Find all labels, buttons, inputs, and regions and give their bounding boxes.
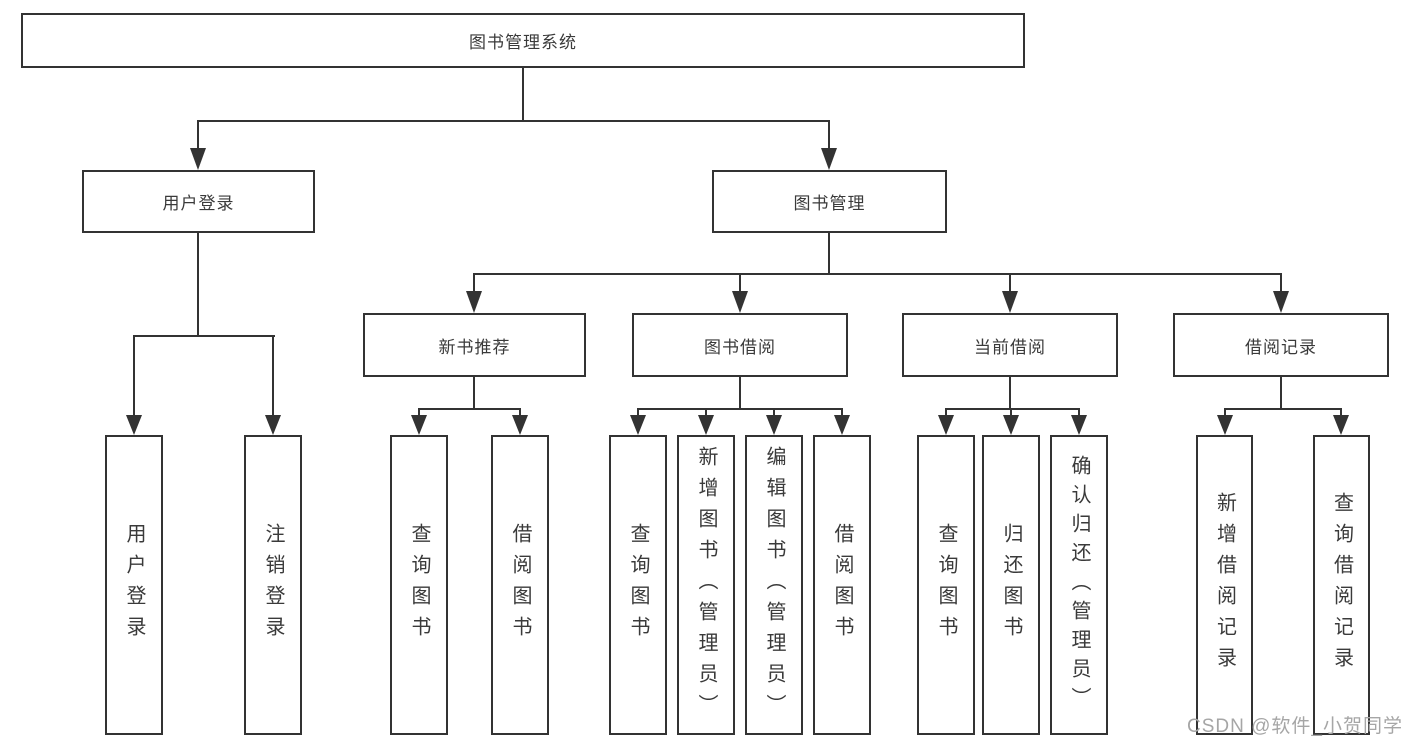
arrow-down-icon bbox=[1002, 291, 1018, 313]
arrow-down-icon bbox=[265, 415, 281, 435]
arrow-down-icon bbox=[834, 415, 850, 435]
arrow-down-icon bbox=[190, 148, 206, 170]
connector-line bbox=[828, 233, 830, 275]
node-current-borrow: 当前借阅 bbox=[902, 313, 1118, 377]
node-label: 用户登录 bbox=[162, 194, 235, 213]
connector-line bbox=[637, 408, 639, 420]
connector-line bbox=[522, 68, 524, 122]
connector-line bbox=[705, 408, 707, 420]
leaf-label: 查询借阅记录 bbox=[1330, 492, 1353, 678]
connector-line bbox=[519, 408, 521, 420]
arrow-down-icon bbox=[766, 415, 782, 435]
arrow-down-icon bbox=[630, 415, 646, 435]
leaf-query-books-borrow: 查询图书 bbox=[609, 435, 667, 735]
leaf-return-book: 归还图书 bbox=[982, 435, 1040, 735]
arrow-down-icon bbox=[698, 415, 714, 435]
leaf-label: 查询图书 bbox=[935, 523, 957, 647]
node-new-book-recommend: 新书推荐 bbox=[363, 313, 586, 377]
node-user-login: 用户登录 bbox=[82, 170, 315, 233]
connector-line bbox=[133, 335, 275, 337]
connector-line bbox=[197, 233, 199, 337]
arrow-down-icon bbox=[821, 148, 837, 170]
connector-line bbox=[1340, 408, 1342, 420]
node-book-management: 图书管理 bbox=[712, 170, 947, 233]
leaf-label: 新增借阅记录 bbox=[1213, 492, 1236, 678]
node-book-borrow: 图书借阅 bbox=[632, 313, 848, 377]
connector-line bbox=[197, 120, 199, 152]
connector-line bbox=[473, 273, 475, 295]
csdn-watermark: CSDN @软件_小贺同学 bbox=[1187, 716, 1403, 737]
node-label: 图书借阅 bbox=[704, 337, 776, 357]
connector-line bbox=[473, 273, 1282, 275]
leaf-edit-book-admin: 编辑图书（管理员） bbox=[745, 435, 803, 735]
connector-line bbox=[945, 408, 947, 420]
connector-line bbox=[945, 408, 1080, 410]
leaf-borrow-books: 借阅图书 bbox=[813, 435, 871, 735]
node-root-library-system: 图书管理系统 bbox=[21, 13, 1025, 68]
connector-line bbox=[739, 273, 741, 295]
connector-line bbox=[1224, 408, 1226, 420]
arrow-down-icon bbox=[1217, 415, 1233, 435]
arrow-down-icon bbox=[512, 415, 528, 435]
connector-line bbox=[1009, 377, 1011, 410]
leaf-label: 查询图书 bbox=[408, 523, 430, 647]
arrow-down-icon bbox=[411, 415, 427, 435]
arrow-down-icon bbox=[1003, 415, 1019, 435]
arrow-down-icon bbox=[938, 415, 954, 435]
leaf-label: 注销登录 bbox=[262, 523, 284, 647]
leaf-label: 归还图书 bbox=[1000, 523, 1022, 647]
connector-line bbox=[841, 408, 843, 420]
leaf-query-books-current: 查询图书 bbox=[917, 435, 975, 735]
leaf-label: 查询图书 bbox=[627, 523, 649, 647]
leaf-label: 借阅图书 bbox=[831, 523, 853, 647]
leaf-add-book-admin: 新增图书（管理员） bbox=[677, 435, 735, 735]
leaf-query-borrow-record: 查询借阅记录 bbox=[1313, 435, 1370, 735]
leaf-label: 编辑图书（管理员） bbox=[763, 445, 785, 725]
connector-line bbox=[1078, 408, 1080, 420]
node-label: 新书推荐 bbox=[438, 337, 511, 357]
connector-line bbox=[773, 408, 775, 420]
node-label: 当前借阅 bbox=[974, 337, 1046, 357]
connector-line bbox=[828, 120, 830, 152]
leaf-label: 用户登录 bbox=[123, 523, 145, 647]
arrow-down-icon bbox=[1071, 415, 1087, 435]
connector-line bbox=[133, 335, 135, 419]
connector-line bbox=[473, 377, 475, 410]
leaf-confirm-return-admin: 确认归还（管理员） bbox=[1050, 435, 1108, 735]
arrow-down-icon bbox=[466, 291, 482, 313]
connector-line bbox=[198, 120, 830, 122]
connector-line bbox=[418, 408, 521, 410]
connector-line bbox=[1009, 273, 1011, 295]
leaf-label: 借阅图书 bbox=[509, 523, 531, 647]
connector-line bbox=[418, 408, 420, 420]
arrow-down-icon bbox=[732, 291, 748, 313]
leaf-query-books-recommend: 查询图书 bbox=[390, 435, 448, 735]
connector-line bbox=[637, 408, 843, 410]
arrow-down-icon bbox=[1273, 291, 1289, 313]
leaf-label: 确认归还（管理员） bbox=[1068, 454, 1090, 716]
connector-line bbox=[1280, 377, 1282, 410]
leaf-label: 新增图书（管理员） bbox=[695, 445, 717, 725]
arrow-down-icon bbox=[1333, 415, 1349, 435]
node-label: 借阅记录 bbox=[1245, 337, 1317, 357]
node-label: 图书管理系统 bbox=[469, 33, 577, 52]
node-borrow-records: 借阅记录 bbox=[1173, 313, 1389, 377]
connector-line bbox=[272, 335, 274, 419]
leaf-user-login: 用户登录 bbox=[105, 435, 163, 735]
leaf-logout: 注销登录 bbox=[244, 435, 302, 735]
connector-line bbox=[1280, 273, 1282, 295]
arrow-down-icon bbox=[126, 415, 142, 435]
connector-line bbox=[739, 377, 741, 410]
node-label: 图书管理 bbox=[793, 194, 866, 213]
connector-line bbox=[1010, 408, 1012, 420]
leaf-borrow-books-recommend: 借阅图书 bbox=[491, 435, 549, 735]
leaf-add-borrow-record: 新增借阅记录 bbox=[1196, 435, 1253, 735]
connector-line bbox=[1224, 408, 1342, 410]
